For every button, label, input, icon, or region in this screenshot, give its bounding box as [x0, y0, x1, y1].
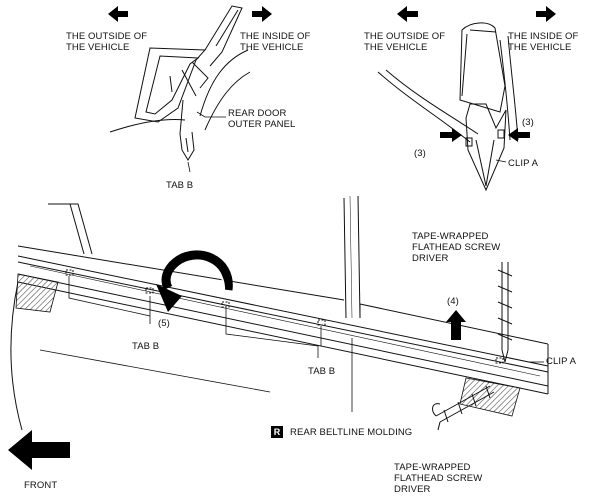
clip-cross-section-right [377, 22, 519, 192]
rotate-arrow-icon [156, 250, 233, 312]
label-rear-beltline-molding: REAR BELTLINE MOLDING [290, 427, 413, 438]
label-clip-a: CLIP A [546, 356, 576, 367]
label-step-3: (3) [414, 148, 426, 159]
screwdriver-icon [432, 385, 495, 431]
label-step-3: (3) [522, 117, 534, 128]
arrow-left-icon [8, 430, 70, 470]
label-step-5: (5) [158, 318, 170, 329]
arrow-right-icon [440, 128, 462, 142]
arrow-left-icon [397, 6, 418, 22]
label-front: FRONT [24, 480, 58, 491]
label-tab-b: TAB B [166, 180, 194, 191]
label-outside-of-vehicle: THE OUTSIDE OF THE VEHICLE [364, 31, 446, 53]
cut-section-left [15, 273, 59, 313]
label-tab-b: TAB B [132, 341, 160, 352]
arrow-up-icon [446, 310, 466, 340]
label-inside-of-vehicle: THE INSIDE OF THE VEHICLE [240, 31, 311, 53]
label-tape-wrapped-screwdriver: TAPE-WRAPPED FLATHEAD SCREW DRIVER [412, 231, 501, 264]
label-tab-b: TAB B [308, 366, 336, 377]
label-clip-a: CLIP A [508, 158, 538, 169]
label-tape-wrapped-screwdriver: TAPE-WRAPPED FLATHEAD SCREW DRIVER [394, 462, 483, 495]
arrow-right-icon [536, 6, 556, 22]
label-rear-door-outer-panel: REAR DOOR OUTER PANEL [228, 108, 296, 130]
arrow-left-icon [508, 128, 530, 142]
molding-cross-section-left [109, 5, 251, 173]
label-inside-of-vehicle: THE INSIDE OF THE VEHICLE [508, 31, 579, 53]
label-outside-of-vehicle: THE OUTSIDE OF THE VEHICLE [66, 31, 148, 53]
replace-badge: R [271, 426, 283, 438]
arrow-left-icon [108, 6, 128, 22]
screwdriver-icon [497, 262, 513, 363]
label-step-4: (4) [447, 296, 459, 307]
arrow-right-icon [252, 6, 272, 22]
door-body [10, 195, 549, 431]
